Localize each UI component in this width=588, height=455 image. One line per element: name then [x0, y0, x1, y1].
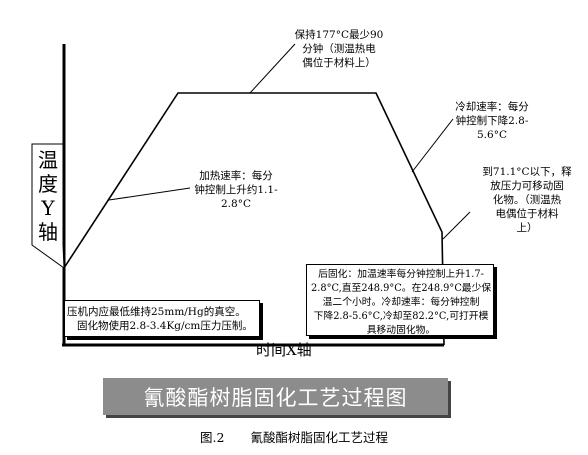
vacuum-pressure-box: 压机内应最低维持25mm/Hg的真空。 固化物使用2.8-3.4Kg/cm压力压… — [64, 300, 260, 337]
figure-number: 图.2 — [200, 430, 225, 445]
release-leader-line — [442, 211, 471, 240]
caption-text: 氰酸酯树脂固化工艺过程 — [250, 430, 388, 445]
hold-annotation: 保持177°C最少90 分钟（测温热电 偶位于材料上） — [294, 29, 384, 69]
title-banner-text: 氰酸酯树脂固化工艺过程图 — [143, 385, 408, 410]
release-annotation: 到71.1°C以下，释 放压力可移动固 化物。（测温热 电偶位于材料 上） — [482, 166, 572, 234]
y-axis-char: Y — [41, 196, 55, 220]
cooling-annotation: 冷却速率：每分 钟控制下降2.8- 5.6°C — [455, 101, 529, 141]
x-axis-label: 时间X轴 — [256, 341, 312, 359]
title-banner: 氰酸酯树脂固化工艺过程图 — [103, 378, 448, 415]
post-cure-box: 后固化：加温速率每分钟控制上升1.7- 2.8°C,直至248.9°C。在248… — [306, 264, 494, 336]
y-axis-char: 度 — [38, 172, 58, 196]
hold-leader-line — [249, 43, 296, 94]
figure-caption: 图.2 氰酸酯树脂固化工艺过程 — [0, 430, 588, 446]
y-axis-char: 轴 — [38, 220, 58, 244]
heating-leader-line — [108, 187, 191, 201]
heating-annotation: 加热速率：每分 钟控制上升约1.1- 2.8°C — [194, 170, 278, 210]
cooling-leader-line — [411, 118, 454, 173]
y-axis-label: 温 度 Y 轴 — [36, 148, 60, 244]
y-axis-char: 温 — [38, 148, 58, 172]
y-label-callout — [31, 143, 65, 270]
